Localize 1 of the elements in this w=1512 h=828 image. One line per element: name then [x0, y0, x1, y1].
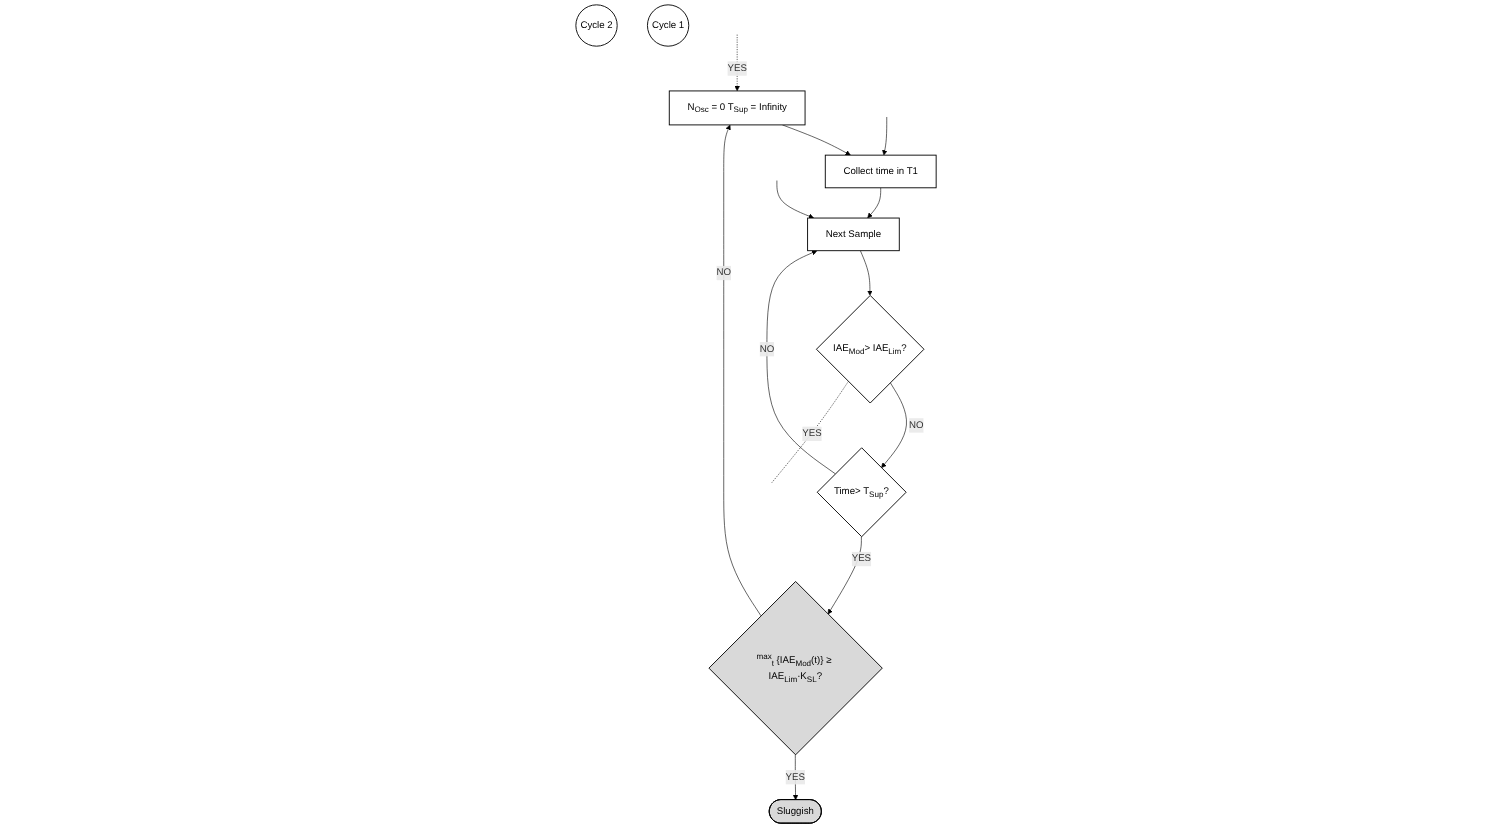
connector [771, 381, 849, 484]
